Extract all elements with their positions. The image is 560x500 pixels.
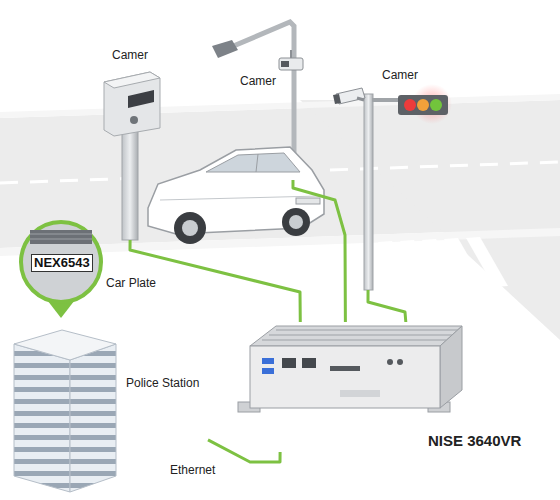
card-slot: [330, 366, 360, 371]
camera-body: [279, 58, 303, 70]
box-side: [440, 326, 462, 408]
road: [300, 100, 560, 340]
lens: [333, 94, 341, 104]
logo-plate: [340, 390, 380, 397]
mount: [357, 98, 364, 100]
wheel: [282, 208, 310, 236]
pole: [122, 122, 138, 240]
amber-lamp: [417, 99, 429, 111]
camera-housing: [104, 72, 160, 136]
nise-box: [238, 326, 462, 412]
fin: [276, 329, 458, 331]
curb: [0, 94, 560, 118]
camera-node: Camer: [336, 62, 426, 290]
lan-port: [302, 358, 316, 368]
lamp-head: [212, 40, 238, 58]
node-label: Police Station: [126, 376, 199, 390]
car-plate-small: [296, 198, 320, 204]
arm: [372, 98, 400, 102]
building-front: [14, 344, 70, 492]
fin: [269, 334, 452, 336]
pole: [364, 94, 373, 290]
green-lamp: [430, 99, 442, 111]
nise-node: NISE 3640VR: [238, 322, 524, 452]
lens: [281, 61, 289, 67]
node-label: NISE 3640VR: [428, 432, 521, 450]
red-lamp: [404, 99, 416, 111]
police-station: [14, 330, 116, 492]
plate-callout: [21, 222, 101, 318]
window-pillar: [256, 154, 258, 172]
node-label: Camer: [240, 74, 276, 88]
rim: [182, 220, 198, 236]
housing-top: [104, 72, 160, 88]
network-wire: [293, 180, 345, 322]
rim: [289, 215, 303, 229]
building-side: [70, 344, 116, 492]
callout-circle: [21, 222, 101, 302]
building-roof: [14, 330, 116, 360]
part-label: Car Plate: [106, 276, 156, 290]
car: [148, 147, 324, 244]
fins: [262, 330, 458, 340]
grille-line: [30, 234, 92, 235]
network-wire: [208, 440, 280, 462]
usb-port: [262, 358, 274, 364]
box-top: [250, 326, 462, 346]
traffic-light-camera: [333, 84, 452, 290]
traffic-light: [398, 95, 448, 115]
usb-port: [262, 368, 274, 374]
box-front: [250, 346, 440, 408]
wheel: [174, 212, 206, 244]
lane-mark: [0, 178, 140, 183]
led: [387, 359, 393, 365]
crosswalk: [378, 237, 508, 291]
stripe: [466, 237, 508, 287]
edge-label: Ethernet: [168, 463, 217, 477]
camera-node: Camer: [100, 44, 170, 240]
grille: [30, 230, 92, 244]
mount: [290, 50, 292, 58]
fin: [262, 339, 446, 341]
road-surface: [0, 94, 560, 340]
grille-line: [30, 239, 92, 240]
lens: [130, 116, 138, 124]
network-wire: [368, 290, 406, 322]
node-label: Camer: [382, 68, 418, 82]
camera-node: Camer: [236, 56, 306, 180]
led: [397, 359, 403, 365]
car-window: [206, 153, 300, 172]
node-label: Camer: [112, 48, 148, 62]
camera-window: [128, 90, 154, 108]
plate-number: NEX6543: [31, 254, 93, 272]
lan-port: [282, 358, 296, 368]
